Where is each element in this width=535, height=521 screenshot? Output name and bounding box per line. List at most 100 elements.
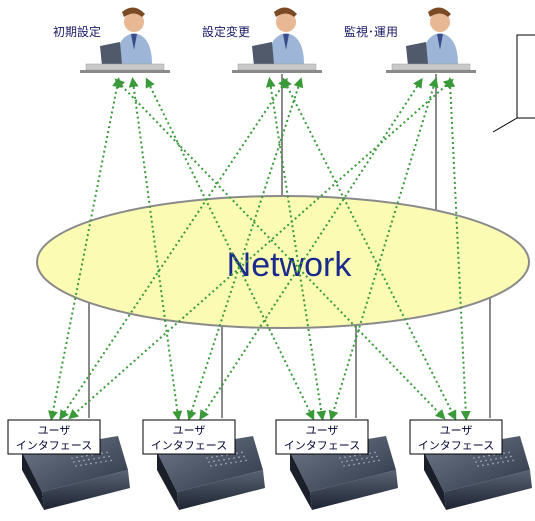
led-icon (73, 461, 75, 463)
led-icon (75, 465, 77, 467)
led-icon (358, 462, 360, 465)
led-icon (235, 461, 237, 463)
led-icon (76, 456, 78, 459)
led-icon (339, 457, 341, 459)
user-interface-label-line1: ユーザ (38, 424, 71, 437)
led-icon (376, 455, 378, 458)
led-icon (500, 457, 502, 459)
user-interface-label-line2: インタフェース (16, 439, 92, 452)
led-icon (356, 458, 358, 461)
desk-edge (80, 70, 170, 73)
led-icon (505, 456, 507, 459)
led-icon (230, 462, 232, 464)
user-interface-label-line2: インタフェース (418, 439, 494, 452)
led-icon (341, 461, 343, 463)
led-icon (208, 461, 210, 463)
led-icon (348, 464, 350, 467)
operator-label-monitoring: 監視･運用 (344, 24, 398, 39)
tie-icon (131, 34, 137, 50)
led-icon (88, 458, 90, 461)
led-icon (487, 463, 489, 466)
led-icon (236, 452, 238, 455)
led-icon (492, 462, 494, 465)
user-interface-label-line2: インタフェース (151, 439, 227, 452)
led-icon (485, 459, 487, 462)
led-icon (490, 458, 492, 461)
desk-icon (391, 63, 471, 71)
operator-workstation (80, 7, 170, 73)
led-icon (215, 464, 217, 467)
led-icon (211, 456, 213, 459)
led-icon (503, 452, 505, 455)
person-head-icon (276, 12, 296, 32)
led-icon (108, 455, 110, 458)
led-icon (346, 460, 348, 463)
led-icon (243, 455, 245, 458)
person-hair-icon (122, 7, 145, 17)
operator-workstation (232, 7, 322, 73)
tie-icon (437, 34, 443, 50)
device-side (157, 452, 179, 510)
led-icon (507, 460, 509, 463)
led-icon (206, 457, 208, 459)
led-icon (238, 456, 240, 459)
led-icon (495, 458, 497, 460)
desk-icon (237, 63, 317, 71)
led-icon (233, 457, 235, 459)
led-icon (218, 459, 220, 462)
led-icon (361, 458, 363, 460)
led-icon (478, 456, 480, 459)
led-icon (483, 455, 485, 458)
led-icon (240, 460, 242, 463)
led-icon (508, 451, 510, 454)
user-interface-label-line1: ユーザ (440, 424, 473, 437)
led-icon (475, 461, 477, 463)
device-front (42, 470, 130, 510)
user-interface-box (142, 419, 236, 455)
operator-label-initial-setup: 初期設定 (53, 24, 101, 39)
led-icon (363, 462, 365, 464)
led-icon (86, 454, 88, 457)
tie-icon (283, 34, 289, 50)
led-icon (90, 462, 92, 465)
user-interface-label-line1: ユーザ (306, 424, 339, 437)
network-label: Network (227, 246, 353, 284)
management-link (328, 77, 439, 421)
led-icon (502, 461, 504, 463)
led-icon (95, 462, 97, 464)
user-interface-box (7, 419, 101, 455)
led-icon (351, 459, 353, 462)
person-hair-icon (274, 7, 297, 17)
led-icon (71, 457, 73, 459)
operator-workstation (386, 7, 476, 73)
device-side (290, 452, 312, 510)
led-icon (368, 461, 370, 463)
led-icon (488, 454, 490, 457)
led-icon (100, 461, 102, 463)
laptop-icon (252, 42, 274, 66)
led-icon (354, 454, 356, 457)
user-interface-box (275, 419, 369, 455)
led-icon (93, 458, 95, 460)
user-interface-box (409, 419, 503, 455)
management-link (68, 78, 454, 420)
person-head-icon (124, 12, 144, 32)
led-icon (353, 463, 355, 466)
led-icon (473, 457, 475, 459)
device-side (22, 452, 44, 510)
led-icon (228, 458, 230, 460)
device-front (444, 470, 532, 510)
led-icon (101, 452, 103, 455)
user-interface-label-line2: インタフェース (284, 439, 360, 452)
desk-icon (85, 63, 165, 71)
led-icon (216, 455, 218, 458)
led-icon (366, 457, 368, 459)
led-icon (110, 459, 112, 462)
led-icon (98, 457, 100, 459)
desk-edge (386, 70, 476, 73)
led-icon (103, 456, 105, 459)
led-icon (221, 454, 223, 457)
